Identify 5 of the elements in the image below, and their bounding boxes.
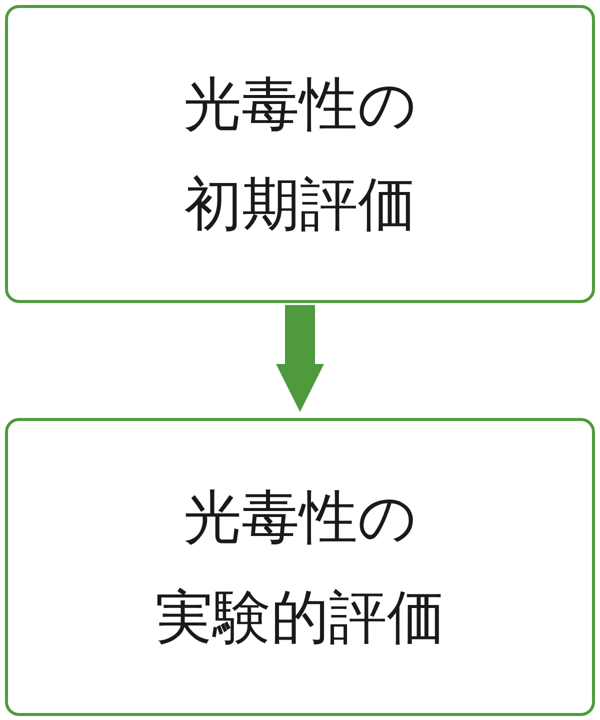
box-label: 光毒性の初期評価	[182, 69, 418, 240]
arrow	[276, 305, 324, 412]
box-label: 光毒性の実験的評価	[154, 482, 446, 653]
process-box	[5, 418, 595, 716]
process-box	[5, 5, 595, 303]
